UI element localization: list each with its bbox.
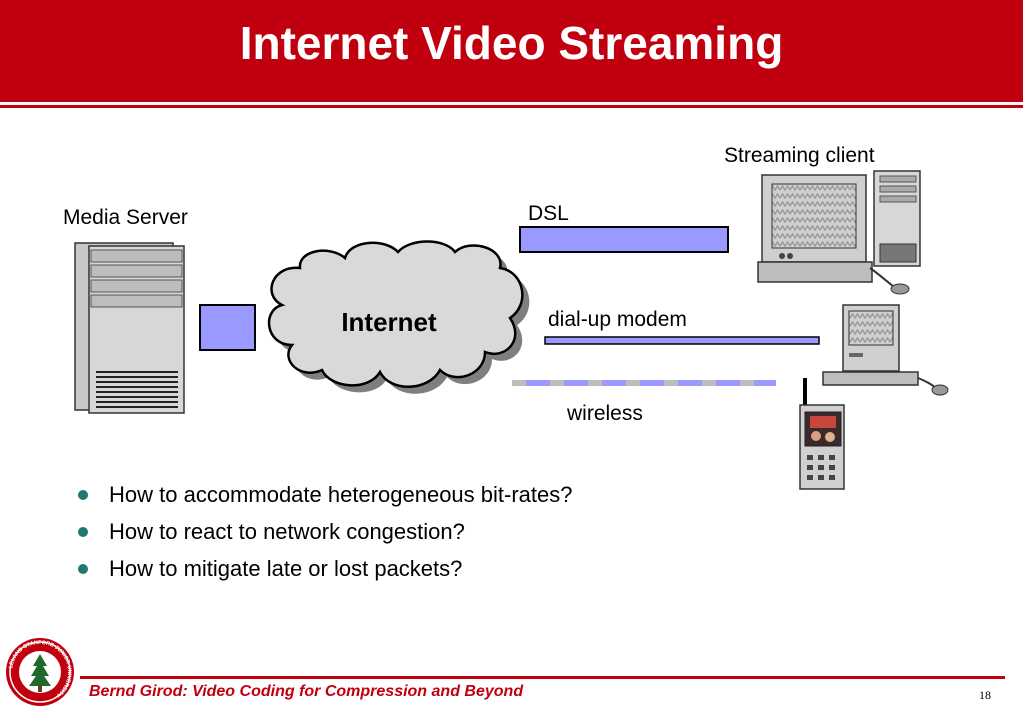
dialup-link [544, 336, 820, 345]
server-uplink [199, 304, 256, 351]
compact-computer-icon [822, 304, 949, 396]
title-rule [0, 105, 1023, 108]
footer-author: Bernd Girod: Video Coding for Compressio… [89, 683, 524, 700]
bullet-bitrates: How to accommodate heterogeneous bit-rat… [74, 476, 572, 513]
wireless-handheld-icon [799, 378, 845, 490]
dsl-link [519, 226, 729, 253]
internet-label: Internet [341, 307, 437, 337]
media-server-label: Media Server [63, 206, 188, 229]
desktop-computer-icon [757, 170, 921, 295]
media-server-icon [74, 242, 185, 414]
bullet-packets: How to mitigate late or lost packets? [74, 550, 572, 587]
title-bar: Internet Video Streaming [0, 0, 1023, 102]
stanford-seal-icon: LELAND STANFORD JUNIOR UNIVERSITY [6, 638, 74, 706]
dialup-label: dial-up modem [548, 308, 687, 331]
page-number: 18 [979, 688, 991, 702]
dsl-label: DSL [528, 202, 569, 225]
slide-title: Internet Video Streaming [239, 17, 784, 69]
wireless-label: wireless [566, 402, 643, 425]
footer-rule [80, 676, 1005, 679]
streaming-client-label: Streaming client [724, 144, 875, 167]
question-list: How to accommodate heterogeneous bit-rat… [74, 476, 572, 587]
streaming-diagram: Media Server Internet DSL dial-up modem … [63, 144, 949, 490]
bullet-congestion: How to react to network congestion? [74, 513, 572, 550]
internet-cloud [267, 240, 530, 394]
